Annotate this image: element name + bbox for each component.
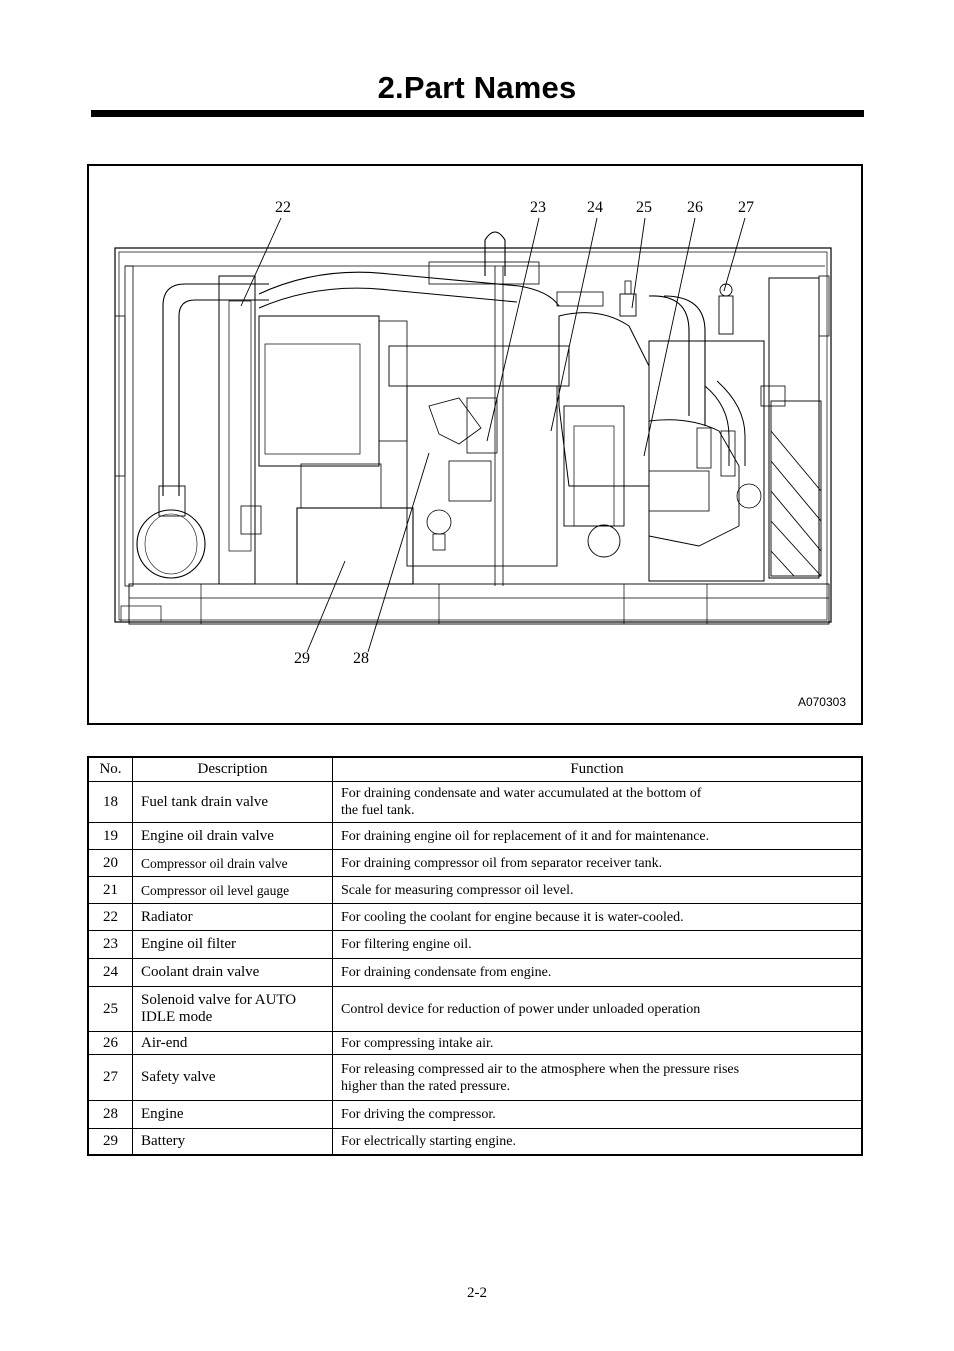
row-function: For releasing compressed air to the atmo… [332, 1054, 863, 1101]
row-number: 19 [87, 822, 133, 850]
row-number: 25 [87, 986, 133, 1032]
table-row: 20 Compressor oil drain valve For draini… [87, 849, 863, 877]
row-description-line: Solenoid valve for AUTO [141, 992, 297, 1008]
row-function: For draining condensate from engine. [332, 958, 863, 987]
row-number: 22 [87, 903, 133, 931]
row-number: 29 [87, 1128, 133, 1155]
parts-table: No. Description Function 18 Fuel tank dr… [87, 756, 863, 1156]
row-function: Scale for measuring compressor oil level… [332, 876, 863, 904]
row-description: Fuel tank drain valve [132, 781, 333, 823]
row-description: Battery [132, 1128, 333, 1155]
callout-22: 22 [275, 199, 291, 216]
callout-26: 26 [687, 199, 703, 216]
callout-28: 28 [353, 650, 369, 667]
title-rule [91, 110, 864, 117]
row-function: For filtering engine oil. [332, 930, 863, 959]
row-description: Solenoid valve for AUTO IDLE mode [132, 986, 333, 1032]
row-description: Air-end [132, 1031, 333, 1055]
callout-23: 23 [530, 199, 546, 216]
table-row: 24 Coolant drain valve For draining cond… [87, 958, 863, 987]
column-header-no: No. [87, 756, 133, 782]
row-number: 20 [87, 849, 133, 877]
page-title: 2.Part Names [377, 70, 577, 105]
row-function-line: For draining condensate and water accumu… [341, 786, 702, 801]
table-row: 29 Battery For electrically starting eng… [87, 1128, 863, 1155]
page-number: 2-2 [467, 1285, 487, 1301]
row-description: Radiator [132, 903, 333, 931]
row-function-line: For releasing compressed air to the atmo… [341, 1061, 740, 1077]
callout-27: 27 [738, 199, 754, 216]
compressor-line-drawing [114, 217, 832, 653]
table-header-row: No. Description Function [87, 756, 863, 782]
row-function: For driving the compressor. [332, 1100, 863, 1129]
callout-25: 25 [636, 199, 652, 216]
table-row: 26 Air-end For compressing intake air. [87, 1031, 863, 1055]
row-description: Coolant drain valve [132, 958, 333, 987]
row-description: Engine oil drain valve [132, 822, 333, 850]
row-function: For draining engine oil for replacement … [332, 822, 863, 850]
row-number: 21 [87, 876, 133, 904]
row-number: 27 [87, 1054, 133, 1101]
row-description-line: IDLE mode [141, 1009, 213, 1025]
row-description: Compressor oil drain valve [132, 849, 333, 877]
callout-29: 29 [294, 650, 310, 667]
callout-24: 24 [587, 199, 603, 216]
figure-code: A070303 [797, 695, 846, 709]
row-number: 26 [87, 1031, 133, 1055]
table-row: 22 Radiator For cooling the coolant for … [87, 903, 863, 931]
figure-frame: 22 23 24 25 26 27 29 28 A070303 [87, 164, 863, 725]
row-function: For cooling the coolant for engine becau… [332, 903, 863, 931]
row-function: Control device for reduction of power un… [332, 986, 863, 1032]
row-description: Engine [132, 1100, 333, 1129]
table-row: 25 Solenoid valve for AUTO IDLE mode Con… [87, 986, 863, 1032]
row-description: Safety valve [132, 1054, 333, 1101]
row-number: 28 [87, 1100, 133, 1129]
row-function: For draining condensate and water accumu… [332, 781, 863, 823]
row-number: 18 [87, 781, 133, 823]
table-row: 28 Engine For driving the compressor. [87, 1100, 863, 1129]
table-row: 23 Engine oil filter For filtering engin… [87, 930, 863, 959]
table-row: 27 Safety valve For releasing compressed… [87, 1054, 863, 1101]
row-number: 23 [87, 930, 133, 959]
row-function-line: the fuel tank. [341, 803, 415, 818]
table-row: 18 Fuel tank drain valve For draining co… [87, 781, 863, 823]
column-header-description: Description [132, 756, 333, 782]
row-function: For compressing intake air. [332, 1031, 863, 1055]
table-row: 21 Compressor oil level gauge Scale for … [87, 876, 863, 904]
row-description: Compressor oil level gauge [132, 876, 333, 904]
row-function: For electrically starting engine. [332, 1128, 863, 1155]
row-number: 24 [87, 958, 133, 987]
row-function: For draining compressor oil from separat… [332, 849, 863, 877]
row-description: Engine oil filter [132, 930, 333, 959]
column-header-function: Function [332, 756, 863, 782]
table-row: 19 Engine oil drain valve For draining e… [87, 822, 863, 850]
row-function-line: higher than the rated pressure. [341, 1078, 511, 1094]
